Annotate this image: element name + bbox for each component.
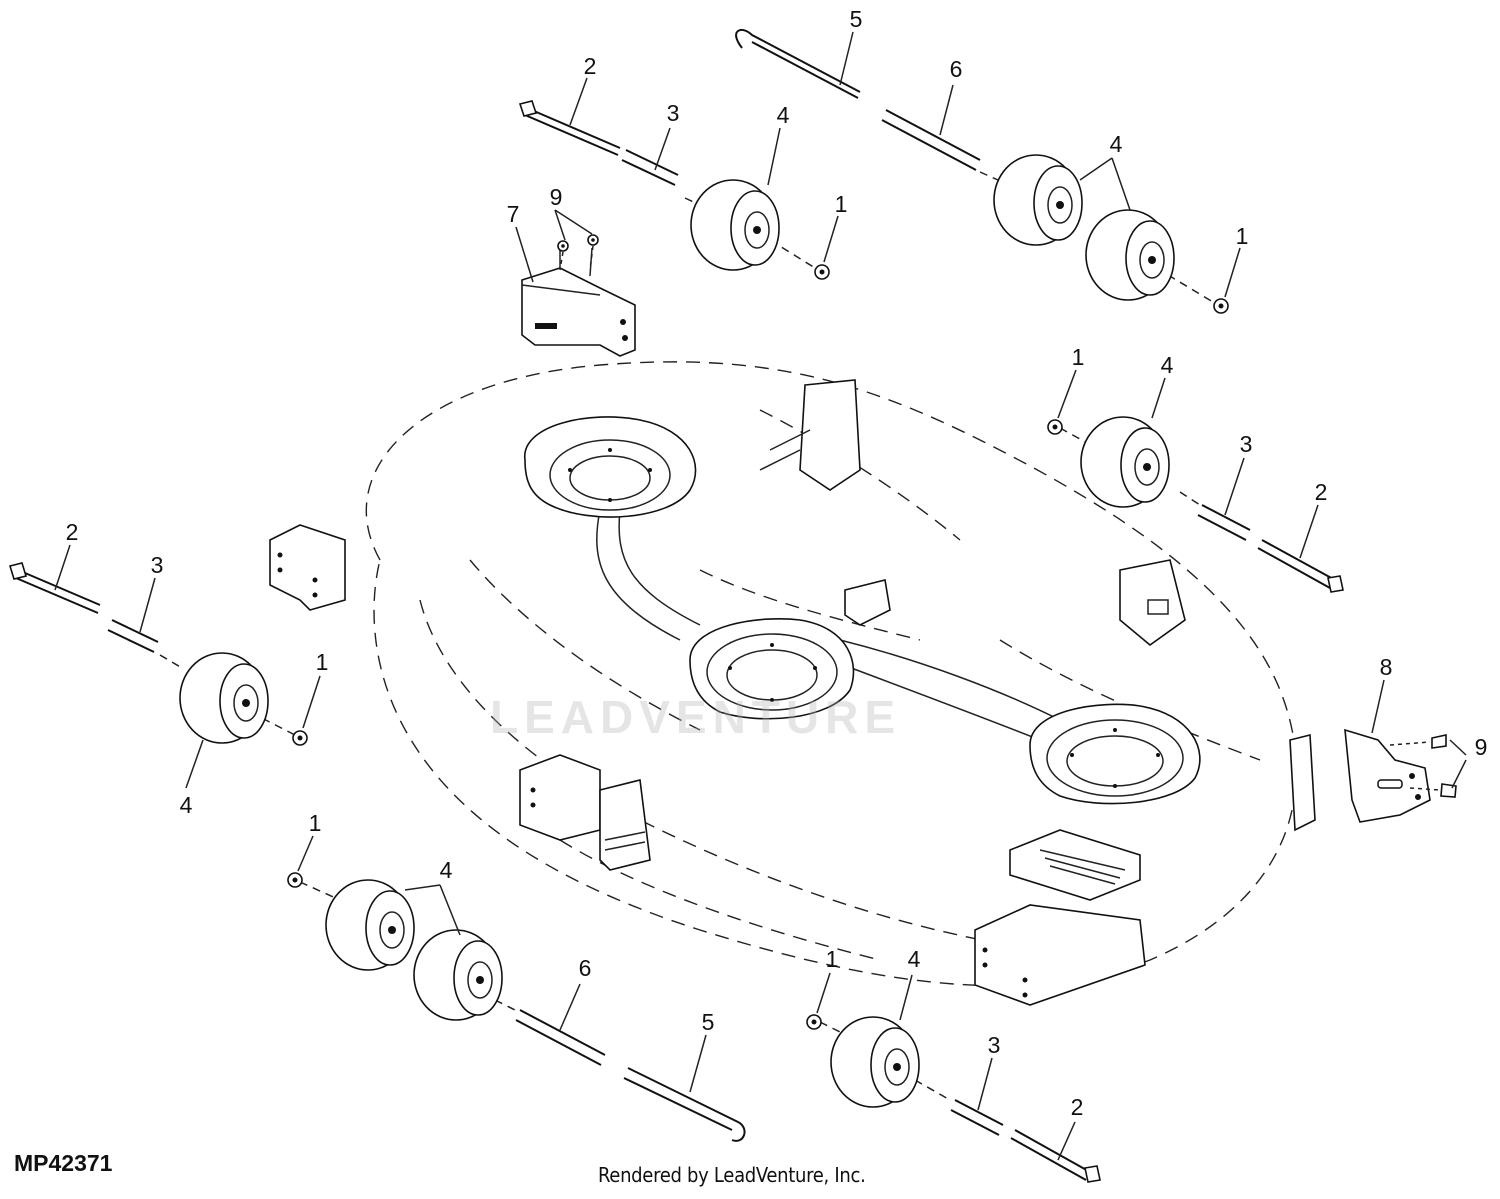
deck-bracket-center-front — [844, 579, 891, 626]
callout-1-bottom-right: 1 — [826, 946, 839, 972]
deck-bracket-center-rear — [599, 779, 651, 871]
callout-2-left: 2 — [66, 519, 79, 545]
bolt-2-left — [8, 562, 101, 614]
callout-1-bottom-left: 1 — [309, 810, 322, 836]
spindle-left — [524, 416, 697, 518]
wheel-4-top-right-a — [993, 154, 1083, 246]
bracket-7 — [521, 247, 636, 357]
callout-6-top: 6 — [950, 56, 963, 82]
figure-id-label: MP42371 — [14, 1150, 113, 1176]
callout-3-top: 3 — [667, 100, 680, 126]
wheel-4-bottom-left-b — [413, 929, 503, 1021]
rod-5-top — [735, 28, 861, 99]
wheel-4-right — [1080, 416, 1170, 508]
spacer-3-left — [107, 619, 159, 653]
bolt-9-c — [1389, 734, 1447, 749]
bolt-9-b — [587, 234, 599, 271]
callout-1-top-right: 1 — [1236, 223, 1249, 249]
callout-5-bottom: 5 — [702, 1009, 715, 1035]
callout-labels: 5 2 6 3 4 4 9 1 7 1 1 4 3 2 2 3 1 8 9 4 … — [66, 6, 1488, 1120]
callout-6-bottom: 6 — [579, 955, 592, 981]
callout-2-right: 2 — [1315, 479, 1328, 505]
wheel-4-bottom-left-a — [325, 879, 415, 971]
deck-bracket-right-rear — [974, 904, 1146, 1006]
deck-bracket-left-rear — [519, 754, 601, 841]
bolt-9-a — [557, 240, 569, 271]
discharge-chute-mount — [1009, 829, 1141, 901]
mower-deck — [269, 361, 1316, 1006]
callout-9-top: 9 — [550, 184, 563, 210]
bracket-8 — [1344, 728, 1431, 823]
tube-6-bottom — [515, 1009, 606, 1066]
spindle-right — [1029, 703, 1201, 805]
deck-bracket-right-front — [1119, 559, 1186, 647]
callout-3-right: 3 — [1240, 431, 1253, 457]
callout-4-top-right: 4 — [1110, 131, 1123, 157]
leader-lines — [54, 31, 1467, 1161]
bolt-2-top — [518, 100, 621, 156]
spacer-3-top — [621, 149, 679, 186]
tube-6-top — [881, 109, 981, 171]
callout-3-left: 3 — [151, 552, 164, 578]
nut-1-right — [1047, 419, 1063, 435]
callout-9-right: 9 — [1475, 734, 1488, 760]
nut-1-top-center — [814, 264, 830, 280]
callout-5-top: 5 — [850, 6, 863, 32]
wheel-4-left — [179, 652, 269, 744]
rod-5-bottom — [623, 1067, 746, 1142]
callout-2-top: 2 — [584, 53, 597, 79]
spindle-center — [689, 617, 855, 720]
callout-4-right: 4 — [1161, 352, 1174, 378]
wheel-4-top-center — [690, 179, 780, 271]
nut-1-top-right — [1213, 298, 1229, 314]
deck-bracket-left-front — [269, 524, 346, 611]
watermark: LEADVENTURE — [490, 691, 902, 743]
nut-1-bottom-right — [806, 1014, 822, 1030]
render-credit: Rendered by LeadVenture, Inc. — [598, 1163, 866, 1187]
callout-1-left: 1 — [316, 649, 329, 675]
callout-4-top-center: 4 — [777, 102, 790, 128]
callout-3-bottom: 3 — [988, 1032, 1001, 1058]
bolt-2-bottom — [1010, 1129, 1101, 1183]
nut-1-left — [292, 730, 308, 746]
callout-4-left: 4 — [180, 792, 193, 818]
spacer-3-bottom — [950, 1099, 1004, 1136]
bolt-2-right — [1257, 539, 1344, 593]
callout-1-right: 1 — [1072, 344, 1085, 370]
callout-7: 7 — [507, 201, 520, 227]
deck-tower-rear — [759, 379, 861, 491]
callout-8: 8 — [1380, 654, 1393, 680]
spacer-3-right — [1197, 504, 1251, 541]
callout-4-bottom-left: 4 — [440, 857, 453, 883]
wheel-4-bottom-right — [830, 1016, 920, 1108]
nut-1-bottom-left — [287, 872, 303, 888]
callout-1-top-center: 1 — [835, 191, 848, 217]
wheel-4-top-right-b — [1085, 209, 1175, 301]
deck-bracket-right-side — [1289, 733, 1316, 832]
callout-4-bottom-right: 4 — [908, 946, 921, 972]
callout-2-bottom: 2 — [1071, 1094, 1084, 1120]
